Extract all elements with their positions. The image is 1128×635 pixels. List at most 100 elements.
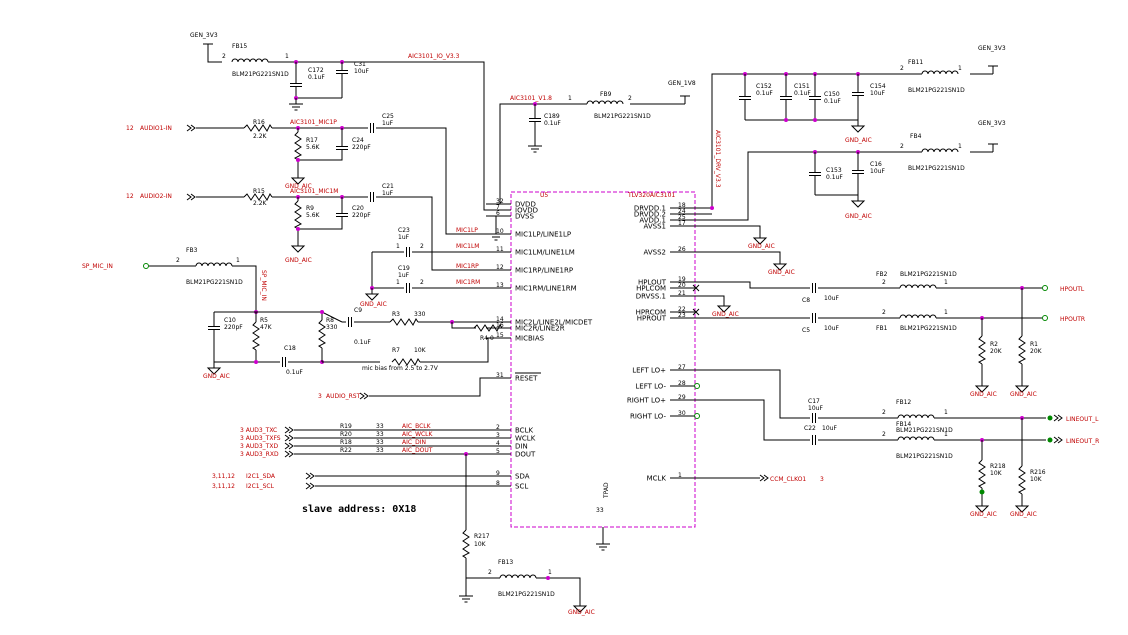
pin-name: LEFT LO+: [632, 367, 666, 375]
c154-value: 10uF: [870, 90, 885, 97]
net-lineout-l: LINEOUT_L: [1066, 416, 1099, 423]
pin-number: 23: [678, 312, 686, 319]
fb3-ref: FB3: [186, 247, 198, 254]
pin-number: 4: [496, 440, 500, 447]
fb12-value: BLM21PG221SN1D: [896, 427, 953, 434]
c31-ref: C31: [354, 61, 366, 68]
pin-number: 20: [678, 282, 686, 289]
pin-number: 7: [496, 204, 500, 211]
pin-name: SCL: [515, 483, 528, 491]
r218-value: 10K: [990, 470, 1003, 477]
svg-text:1: 1: [958, 143, 962, 150]
r15-ref: R15: [253, 188, 265, 195]
svg-text:2: 2: [882, 431, 886, 438]
pin-number: 2: [496, 424, 500, 431]
net-v18: AIC3101_V1.8: [510, 95, 552, 102]
pin-number: 19: [678, 276, 686, 283]
c19-value: 1uF: [398, 272, 410, 279]
net-drv: AIC3101_DRV_V3.3: [714, 130, 721, 188]
c22-ref: C22: [804, 425, 816, 432]
drvdd-supply: GEN_3V3 FB11 BLM21PG221SN1D 12 AIC3101_D…: [695, 45, 1006, 215]
c16-ref: C16: [870, 161, 882, 168]
net-i2c-scl: I2C1_SCL: [246, 483, 275, 490]
c154-ref: C154: [870, 83, 886, 90]
c18-ref: C18: [284, 345, 296, 352]
gnd-aic-label-5: GND_AIC: [712, 311, 739, 318]
net-mic1lp: MIC1LP: [456, 227, 478, 234]
c189-ref: C189: [544, 113, 560, 120]
net-io-v33: AIC3101_IO_V3.3: [408, 53, 460, 60]
gnd-aic-label-8: GND_AIC: [360, 301, 387, 308]
r5-value: 47K: [260, 324, 273, 331]
pin-name: BCLK: [515, 427, 533, 435]
pin-name: DRVDD.2: [634, 211, 666, 219]
pin-number: 12: [496, 264, 504, 271]
r8-ref: R8: [326, 317, 334, 324]
c151-ref: C151: [794, 83, 810, 90]
net-mic1rp: MIC1RP: [456, 263, 479, 270]
pin-number: 28: [678, 380, 686, 387]
net-aic-wclk: AIC_WCLK: [402, 431, 434, 438]
c9-ref: C9: [354, 307, 362, 314]
pin-name: MICBIAS: [515, 335, 545, 343]
net-mic1m: AIC3101_MIC1M: [290, 188, 338, 195]
c22-value: 10uF: [822, 425, 837, 432]
fb4-value: BLM21PG221SN1D: [908, 165, 965, 172]
r217-ref: R217: [474, 533, 490, 540]
ic-part-number: TLV320AIC3101: [627, 192, 675, 199]
pin-name: MIC1LP/LINE1LP: [515, 231, 571, 239]
net-aic-din: AIC_DIN: [402, 439, 426, 446]
c18-value: 0.1uF: [286, 369, 303, 376]
r18-value: 33: [376, 439, 384, 446]
c17-value: 10uF: [808, 405, 823, 412]
net-aic-dout: AIC_DOUT: [402, 447, 433, 454]
r20-ref: R20: [340, 431, 352, 438]
svg-text:1: 1: [568, 95, 572, 102]
r20-value: 33: [376, 431, 384, 438]
r9-value: 5.6K: [306, 212, 321, 219]
pin-number: 9: [496, 470, 500, 477]
avdd-supply: GEN_3V3 FB4 BLM21PG221SN1D 12 GND_AIC C1…: [695, 120, 1006, 221]
pin-name: MIC1RP/LINE1RP: [515, 267, 573, 275]
net-lineout-r: LINEOUT_R: [1066, 438, 1099, 445]
pin-name: MIC1RM/LINE1RM: [515, 285, 577, 293]
fb2-ref: FB2: [876, 271, 888, 278]
r19-value: 33: [376, 423, 384, 430]
gnd-aic-label-7: GND_AIC: [285, 257, 312, 264]
pin-number: 6: [496, 210, 500, 217]
svg-text:1: 1: [958, 65, 962, 72]
audio-in1-sheet: 12: [126, 125, 134, 132]
gnd-aic-label-11: GND_AIC: [970, 391, 997, 398]
pin-name: DVDD: [515, 201, 536, 209]
gnd-aic-label-14: GND_AIC: [1010, 511, 1037, 518]
gen3v3-label-1: GEN_3V3: [190, 32, 218, 39]
r2-ref: R2: [990, 341, 998, 348]
pin-number: 29: [678, 394, 686, 401]
c10-value: 220pF: [224, 324, 243, 331]
svg-text:2: 2: [882, 309, 886, 316]
fb14-ref: FB14: [896, 421, 911, 428]
audio-in1-label: AUDIO1-IN: [140, 125, 172, 132]
pin-name: HPRCOM: [636, 309, 666, 317]
slave-address: slave address: 0X18: [302, 504, 416, 515]
c8-ref: C8: [802, 297, 810, 304]
pin-name: IOVDD: [515, 207, 538, 215]
svg-text:2: 2: [176, 257, 180, 264]
svg-text:2: 2: [420, 279, 424, 286]
fb4-ref: FB4: [910, 133, 922, 140]
pin-name: RESET: [515, 375, 538, 383]
svg-text:2: 2: [900, 143, 904, 150]
net-mic1lm: MIC1LM: [456, 243, 479, 250]
i2s-bus: 3 AUD3_TXC 3 AUD3_TXFS 3 AUD3_TXD 3 AUD3…: [240, 423, 511, 458]
r22-ref: R22: [340, 447, 352, 454]
reset-line: 3 AUDIO_RST: [318, 377, 511, 400]
fb11-ref: FB11: [908, 59, 923, 66]
fb14-value: BLM21PG221SN1D: [896, 453, 953, 460]
fb2-value: BLM21PG221SN1D: [900, 271, 957, 278]
pin-number: 24: [678, 208, 686, 215]
gnd-aic-label-13: GND_AIC: [970, 511, 997, 518]
